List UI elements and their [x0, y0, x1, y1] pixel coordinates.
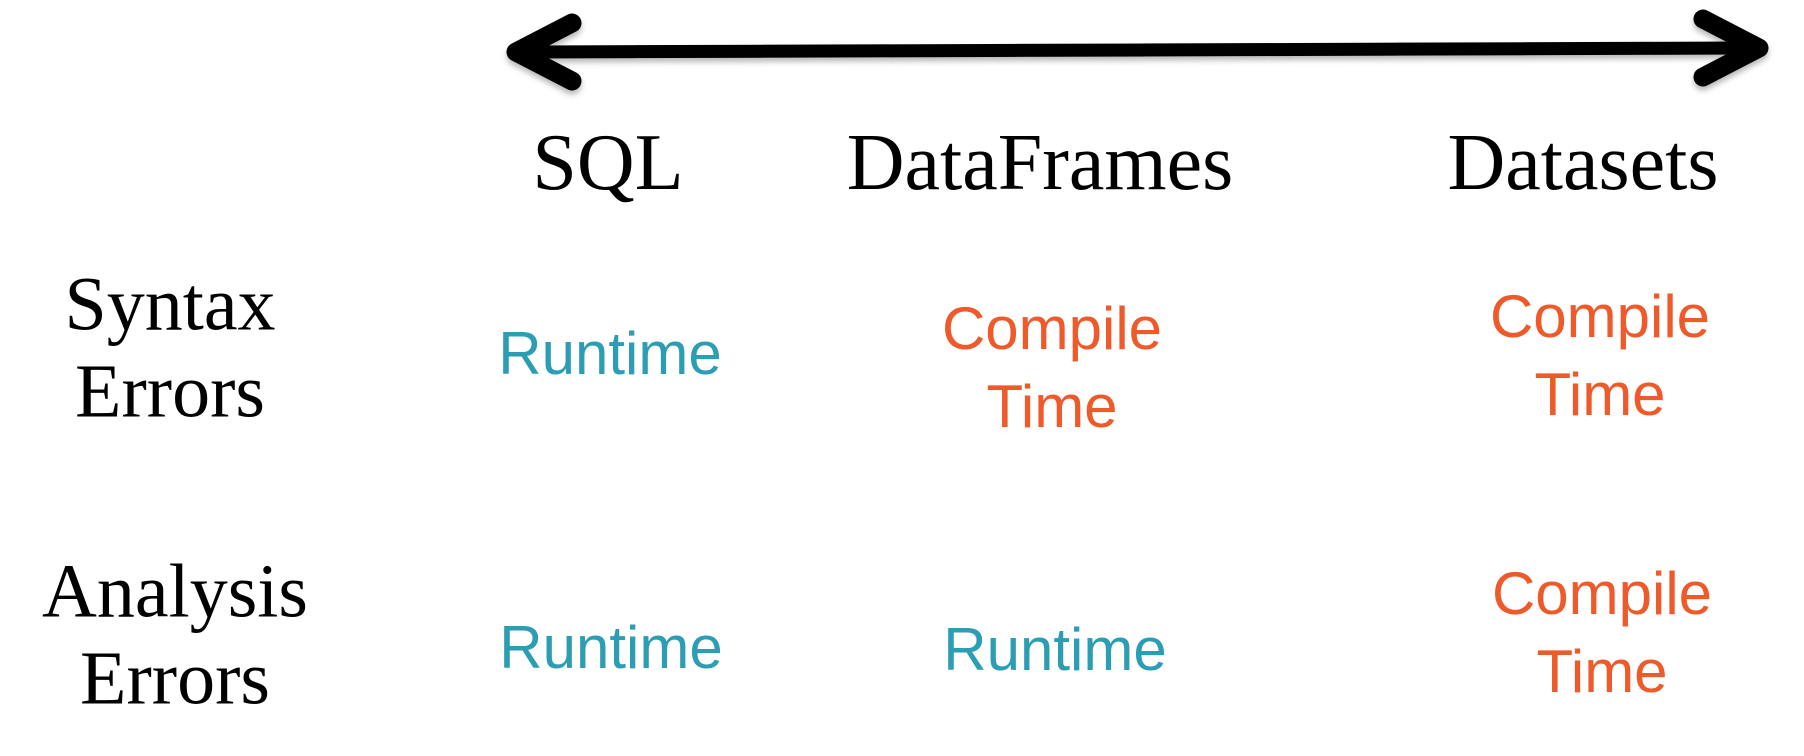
row-header-analysis-errors: Analysis Errors [42, 549, 308, 721]
column-header-datasets: Datasets [1447, 119, 1719, 207]
cell-analysis-sql: Runtime [499, 614, 723, 681]
column-header-sql: SQL [532, 119, 684, 207]
cell-analysis-dataframes: Runtime [943, 616, 1167, 683]
cell-syntax-dataframes: Compile Time [941, 295, 1163, 440]
cell-analysis-datasets: Compile Time [1491, 560, 1713, 705]
row-header-syntax-errors: Syntax Errors [64, 262, 276, 434]
spectrum-double-arrow-icon [506, 9, 1769, 91]
cell-syntax-datasets: Compile Time [1489, 283, 1711, 428]
column-header-dataframes: DataFrames [846, 119, 1234, 207]
cell-syntax-sql: Runtime [498, 320, 722, 387]
